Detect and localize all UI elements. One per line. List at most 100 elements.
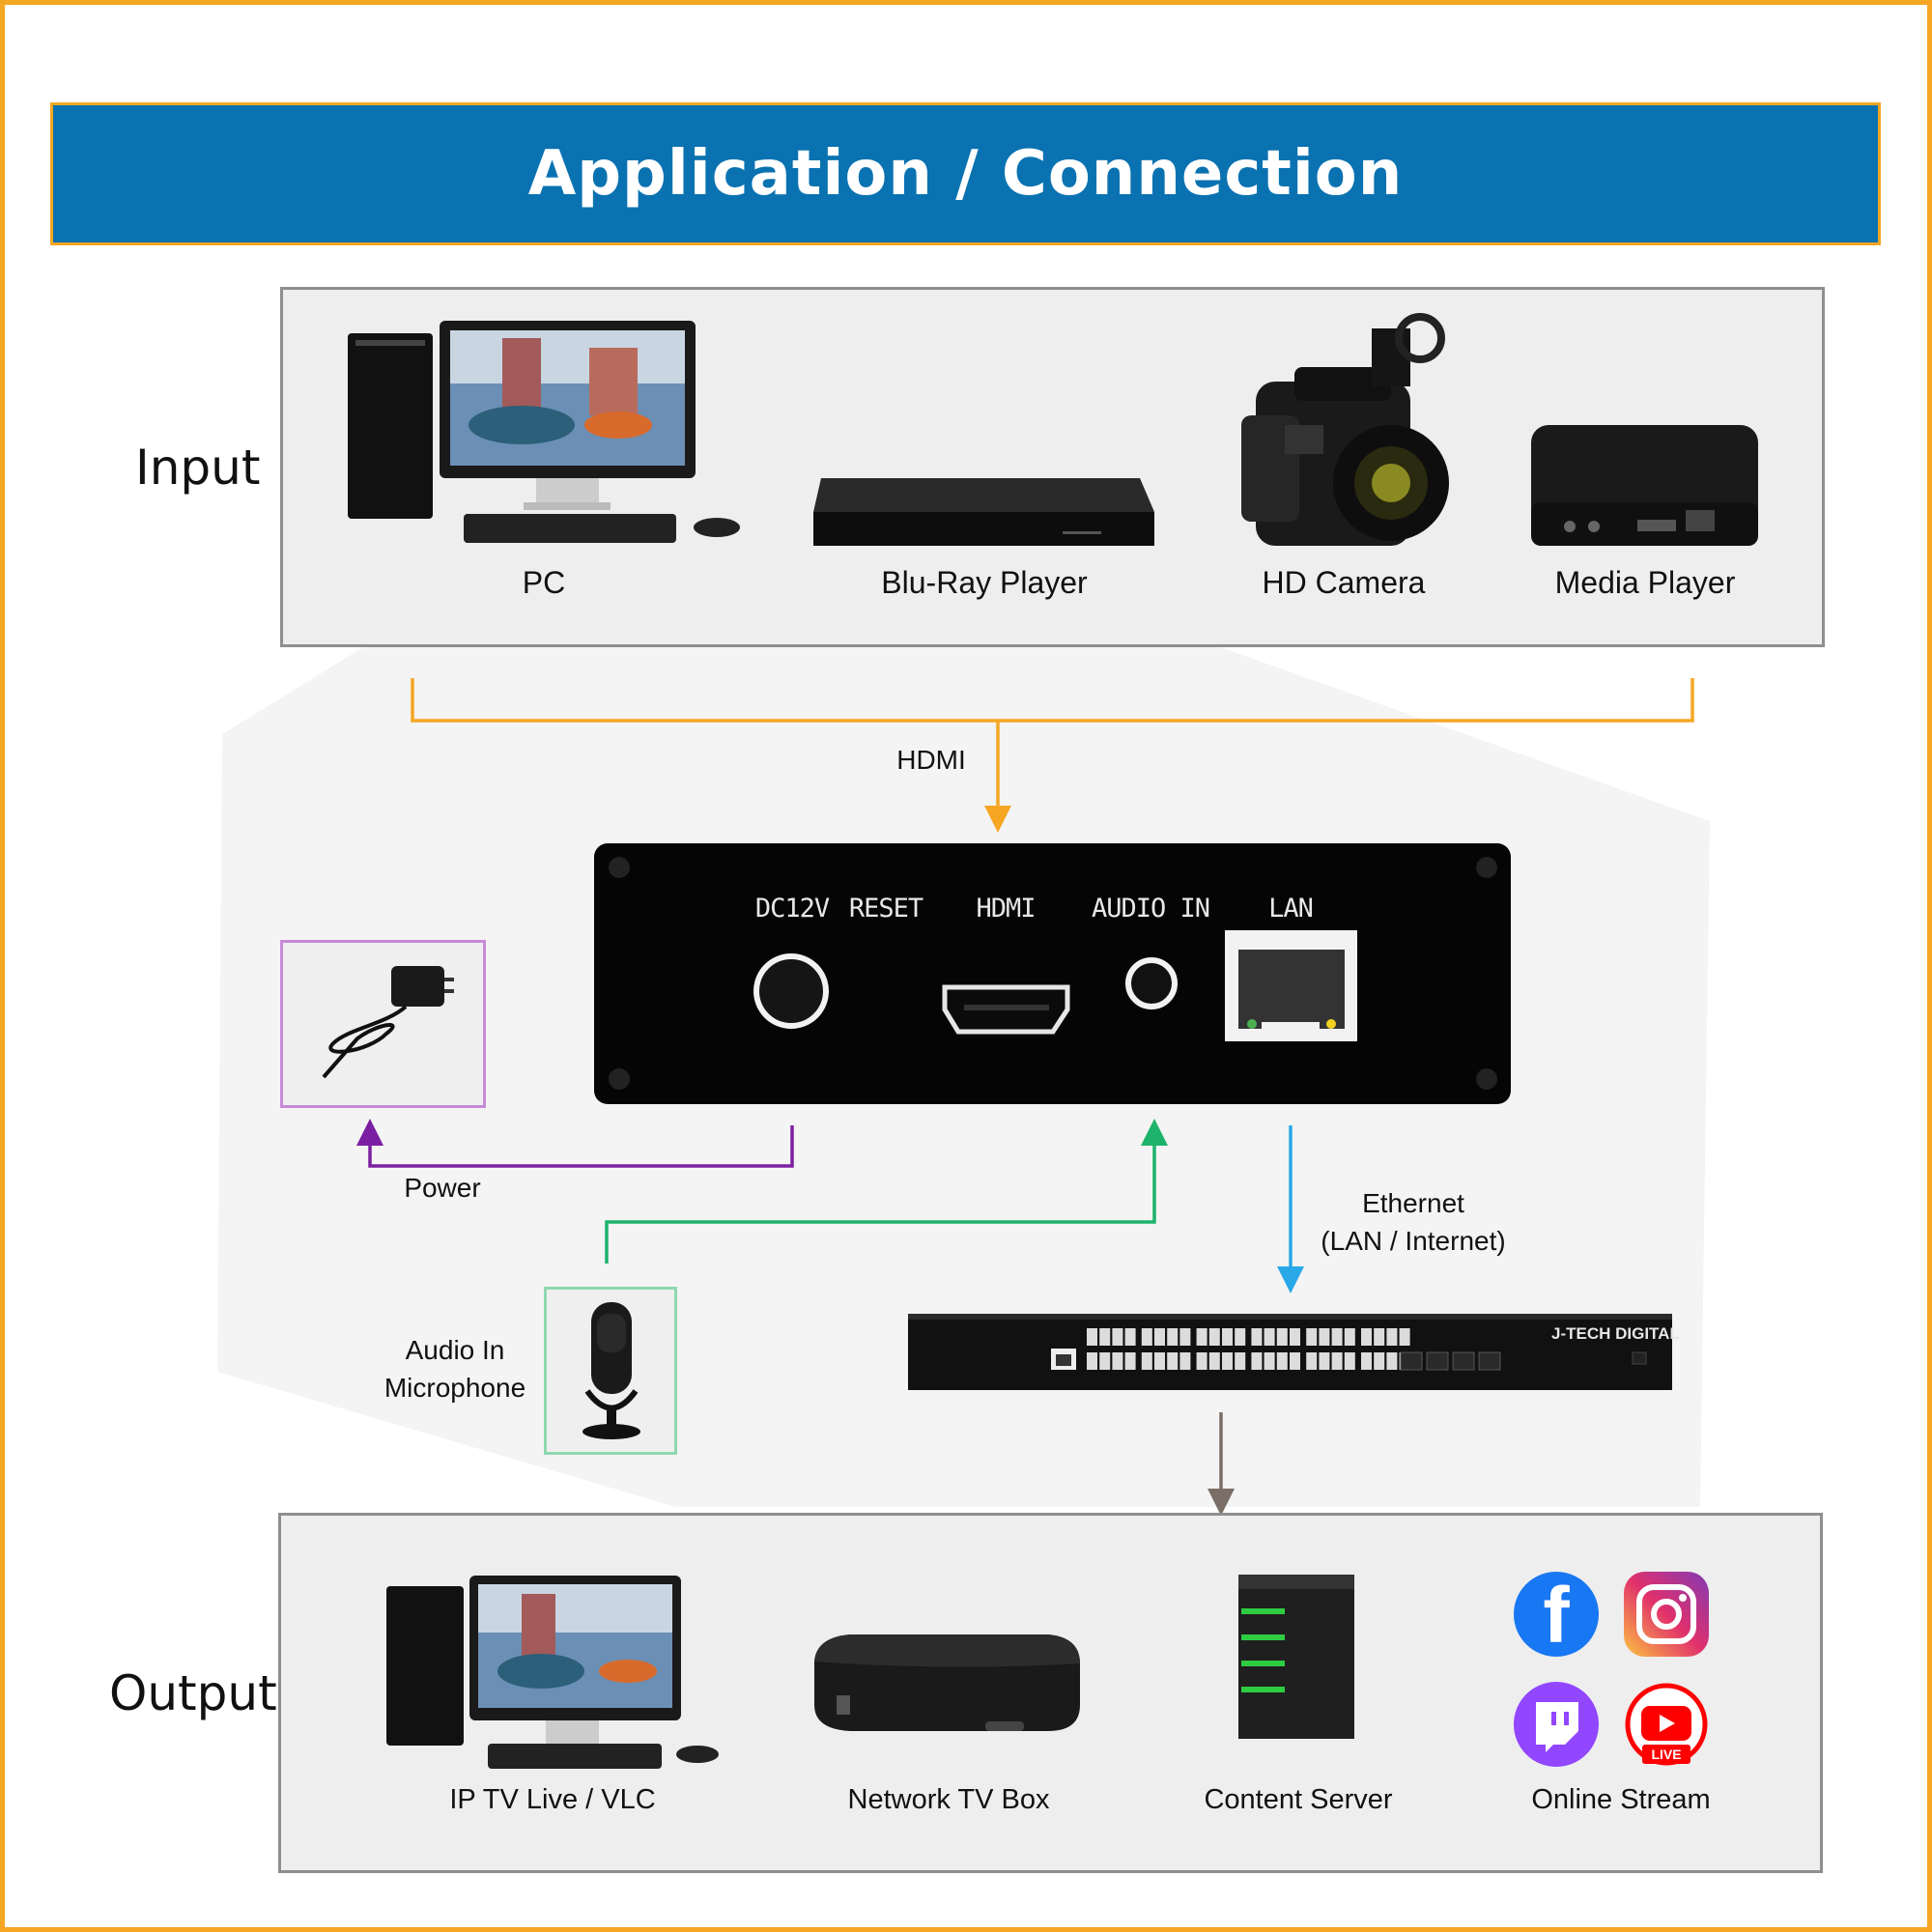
audio-in-label-line2: Microphone (384, 1373, 526, 1403)
port-label-audio-in: AUDIO IN (1091, 894, 1210, 923)
switch-port (1087, 1352, 1097, 1370)
switch-port (1141, 1328, 1152, 1346)
audio-in-port (1125, 957, 1178, 1009)
switch-port (1306, 1352, 1318, 1370)
switch-port (1361, 1328, 1372, 1346)
switch-port (1276, 1328, 1288, 1346)
switch-port (1361, 1352, 1372, 1370)
input-device-blu-ray: Blu-Ray Player (881, 565, 1088, 600)
title-bar: Application / Connection (50, 102, 1881, 245)
switch-port (1167, 1352, 1179, 1370)
switch-port (1196, 1328, 1208, 1346)
dc12v-port (753, 953, 829, 1029)
switch-port (1264, 1328, 1275, 1346)
switch-port (1179, 1328, 1191, 1346)
output-device-iptv: IP TV Live / VLC (449, 1784, 656, 1815)
hdmi-line (411, 678, 1694, 723)
switch-port (1290, 1328, 1300, 1346)
audio-line (605, 1119, 1168, 1264)
facebook-icon: f (1514, 1572, 1599, 1660)
switch-port (1374, 1352, 1385, 1370)
switch-brand-label: J-TECH DIGITAL (1551, 1324, 1680, 1343)
twitch-icon (1514, 1682, 1599, 1767)
switch-port (1399, 1328, 1410, 1346)
switch-port (1099, 1328, 1111, 1346)
output-label: Output (109, 1665, 277, 1721)
svg-text:f: f (1543, 1572, 1570, 1660)
input-device-pc: PC (522, 565, 566, 600)
switch-port (1331, 1328, 1343, 1346)
power-adapter-box (280, 940, 486, 1108)
switch-port (1344, 1328, 1355, 1346)
switch-port (1087, 1328, 1097, 1346)
port-label-lan: LAN (1268, 894, 1314, 923)
page-title: Application / Connection (527, 138, 1404, 210)
port-label-reset: RESET (848, 894, 923, 923)
switch-port (1124, 1352, 1136, 1370)
switch-port (1222, 1328, 1233, 1346)
output-device-online-stream: Online Stream (1531, 1784, 1711, 1815)
output-device-tv-box: Network TV Box (847, 1784, 1050, 1815)
switch-port (1167, 1328, 1179, 1346)
switch-port (1290, 1352, 1300, 1370)
switch-port (1124, 1328, 1136, 1346)
switch-port (1179, 1352, 1191, 1370)
switch-port (1374, 1328, 1385, 1346)
switch-port (1112, 1352, 1123, 1370)
switch-port (1154, 1328, 1165, 1346)
input-device-media-player: Media Player (1554, 565, 1736, 600)
switch-sfp-port (1426, 1351, 1449, 1371)
ethernet-label-line2: (LAN / Internet) (1321, 1226, 1506, 1256)
switch-sfp-port (1478, 1351, 1501, 1371)
switch-port (1208, 1352, 1220, 1370)
switch-port (1251, 1352, 1263, 1370)
switch-port (1112, 1328, 1123, 1346)
switch-port (1276, 1352, 1288, 1370)
hdmi-label: HDMI (896, 745, 966, 775)
switch-port (1154, 1352, 1165, 1370)
switch-port (1141, 1352, 1152, 1370)
switch-port (1235, 1328, 1246, 1346)
switch-port (1344, 1352, 1355, 1370)
port-label-dc12v: DC12V (754, 894, 830, 923)
youtube-live-icon (1625, 1683, 1708, 1766)
live-badge-label: LIVE (1651, 1747, 1682, 1762)
switch-port (1235, 1352, 1246, 1370)
instagram-icon (1624, 1572, 1709, 1657)
switch-port (1208, 1328, 1220, 1346)
switch-port (1386, 1352, 1398, 1370)
switch-port (1264, 1352, 1275, 1370)
switch-port (1319, 1352, 1330, 1370)
switch-port (1099, 1352, 1111, 1370)
switch-port (1331, 1352, 1343, 1370)
switch-port (1386, 1328, 1398, 1346)
switch-port (1319, 1328, 1330, 1346)
switch-sfp-port (1400, 1351, 1423, 1371)
output-device-content-server: Content Server (1204, 1784, 1393, 1815)
audio-in-label-line1: Audio In (405, 1335, 505, 1365)
input-device-hd-camera: HD Camera (1262, 565, 1426, 600)
switch-sfp-port (1452, 1351, 1475, 1371)
power-label: Power (404, 1173, 481, 1203)
switch-port (1222, 1352, 1233, 1370)
ethernet-label-line1: Ethernet (1362, 1188, 1464, 1218)
switch-port (1251, 1328, 1263, 1346)
input-label: Input (135, 440, 261, 496)
switch-port (1306, 1328, 1318, 1346)
switch-port (1196, 1352, 1208, 1370)
power-line (356, 1119, 794, 1168)
